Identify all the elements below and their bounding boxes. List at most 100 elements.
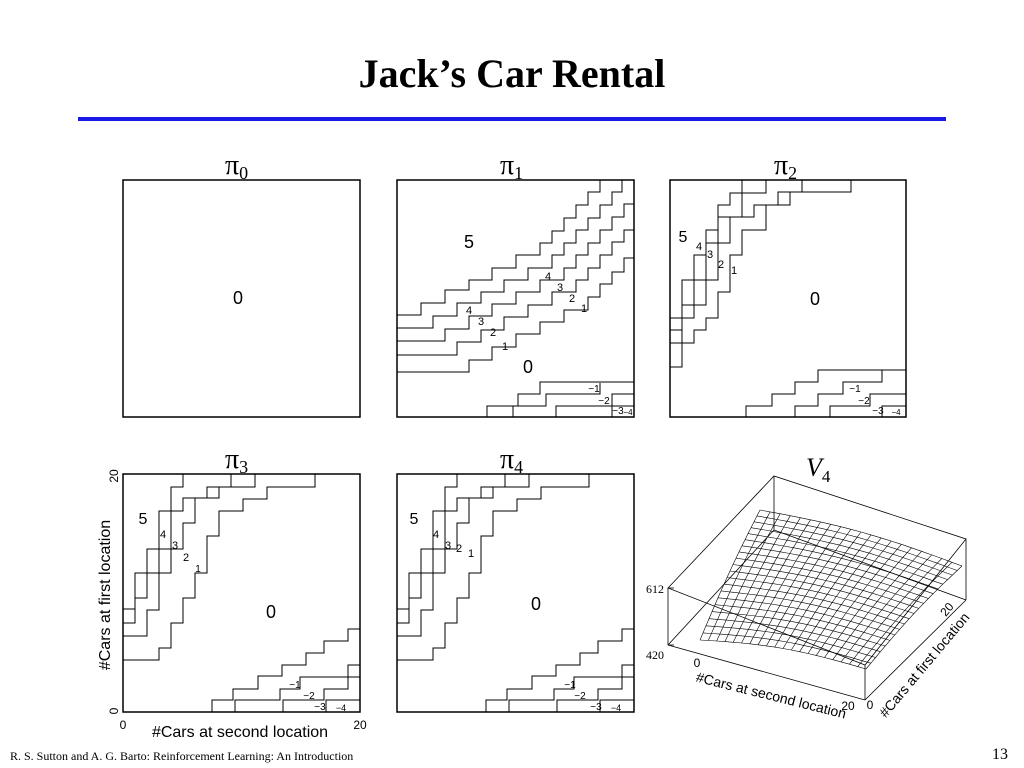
pi3-label-5: 5 bbox=[139, 511, 148, 528]
mesh-line bbox=[732, 564, 919, 609]
pi1-boundary-2-1 bbox=[397, 229, 634, 356]
pi3-y-axis-label: #Cars at first location bbox=[97, 520, 114, 670]
pi1-label-3b: 3 bbox=[478, 316, 484, 328]
value-x-axis-label: #Cars at second location bbox=[695, 669, 848, 722]
pi1-label-5: 5 bbox=[464, 232, 474, 252]
pi1-label-m3: −3 bbox=[612, 406, 624, 417]
value-x-min-label: 0 bbox=[694, 656, 701, 670]
pi1-boundary-m1-m2 bbox=[512, 383, 601, 417]
panel-pi2-frame bbox=[669, 179, 907, 418]
pi1-label-m2: −2 bbox=[598, 396, 610, 407]
pi3-label-0: 0 bbox=[266, 602, 276, 622]
footer-credit: R. S. Sutton and A. G. Barto: Reinforcem… bbox=[10, 749, 354, 763]
page-number: 13 bbox=[992, 746, 1008, 763]
pi3-boundary-m1-m2 bbox=[234, 664, 360, 712]
panel-pi4 bbox=[396, 473, 635, 713]
mesh-line bbox=[750, 527, 948, 580]
panel-pi1 bbox=[396, 179, 635, 418]
pi4-label-m4: −4 bbox=[611, 703, 621, 713]
pi2-label-3: 3 bbox=[707, 249, 713, 261]
pi2-label-m2: −2 bbox=[858, 396, 870, 407]
pi3-x-max-label: 20 bbox=[353, 718, 367, 732]
z-min-label: 420 bbox=[646, 648, 664, 662]
pi2-label-2: 2 bbox=[718, 259, 724, 271]
pi2-label-m1: −1 bbox=[849, 384, 861, 395]
pi4-boundary-m3-m4 bbox=[599, 699, 634, 712]
pi4-label-2: 2 bbox=[456, 543, 462, 555]
pi2-boundary-3-2 bbox=[670, 180, 803, 344]
value-x-max-label: 20 bbox=[841, 699, 855, 713]
mesh-line bbox=[726, 577, 910, 619]
pi2-label-m4: −4 bbox=[891, 408, 901, 417]
pi2-label-4: 4 bbox=[696, 241, 702, 253]
pi2-boundary-m1-m2 bbox=[794, 370, 883, 417]
pi4-boundary-0-m1 bbox=[485, 628, 634, 712]
pi1-boundary-3-2 bbox=[397, 203, 634, 342]
slide-title: Jack’s Car Rental bbox=[358, 51, 666, 96]
pi0-label-0: 0 bbox=[233, 288, 243, 308]
value-box-edge bbox=[864, 599, 967, 701]
mesh-line bbox=[759, 509, 963, 567]
panel-pi2-title: π2 bbox=[774, 150, 797, 183]
panel-pi0-title: π0 bbox=[225, 150, 248, 183]
pi2-boundary-4-3 bbox=[670, 180, 767, 331]
pi3-label-m3: −3 bbox=[314, 702, 326, 713]
pi1-boundary-4-3 bbox=[397, 180, 623, 329]
panel-pi3 bbox=[122, 473, 361, 713]
pi1-label-2a: 2 bbox=[569, 293, 575, 305]
panel-pi3-frame bbox=[122, 473, 361, 713]
pi4-label-m2: −2 bbox=[574, 691, 586, 702]
pi2-boundary-5-4 bbox=[670, 180, 743, 319]
pi4-label-3: 3 bbox=[445, 540, 451, 552]
pi3-x-min-label: 0 bbox=[120, 718, 127, 732]
pi1-label-m4: −4 bbox=[623, 408, 633, 417]
mesh-line bbox=[702, 632, 871, 664]
pi1-label-1a: 1 bbox=[581, 303, 587, 315]
mesh-line bbox=[738, 551, 929, 599]
mesh-line bbox=[824, 547, 912, 658]
pi1-label-2b: 2 bbox=[490, 327, 496, 339]
pi3-label-4: 4 bbox=[160, 529, 166, 541]
mesh-line bbox=[815, 544, 902, 656]
mesh-line bbox=[757, 524, 831, 645]
value-plot-title: V4 bbox=[806, 453, 831, 486]
pi4-boundary-2-1 bbox=[397, 474, 590, 661]
pi2-label-m3: −3 bbox=[872, 406, 884, 417]
pi1-boundary-0-m1 bbox=[486, 381, 634, 417]
pi3-boundary-m2-m3 bbox=[282, 676, 360, 712]
pi3-label-m1: −1 bbox=[289, 680, 301, 691]
mesh-line bbox=[753, 521, 953, 576]
pi3-boundary-0-m1 bbox=[211, 628, 360, 712]
mesh-line bbox=[766, 526, 842, 647]
mesh-line bbox=[857, 562, 953, 667]
mesh-line bbox=[799, 537, 882, 652]
mesh-line bbox=[735, 557, 924, 604]
value-surface-mesh bbox=[699, 509, 963, 670]
pi4-label-5: 5 bbox=[410, 511, 419, 528]
value-y-axis-label: #Cars at first location bbox=[876, 609, 973, 720]
pi3-label-2: 2 bbox=[183, 552, 189, 564]
mesh-line bbox=[774, 529, 852, 648]
mesh-line bbox=[729, 570, 915, 614]
panel-pi0-frame bbox=[122, 179, 361, 418]
panel-pi1-title: π1 bbox=[500, 150, 523, 183]
pi1-label-4a: 4 bbox=[545, 271, 551, 283]
pi2-label-0: 0 bbox=[810, 289, 820, 309]
pi4-label-4: 4 bbox=[433, 529, 439, 541]
pi3-y-max-label: 20 bbox=[107, 469, 121, 483]
pi3-boundary-2-1 bbox=[123, 474, 316, 661]
mesh-line bbox=[807, 540, 892, 654]
z-max-label: 612 bbox=[646, 582, 664, 596]
value-box-edge bbox=[667, 529, 775, 646]
pi1-boundary-5-4 bbox=[397, 180, 601, 316]
mesh-line bbox=[714, 604, 891, 641]
pi4-label-0: 0 bbox=[531, 594, 541, 614]
mesh-line bbox=[791, 534, 872, 651]
value-box-edge bbox=[667, 644, 866, 701]
pi3-label-m2: −2 bbox=[303, 691, 315, 702]
pi4-boundary-3-2 bbox=[397, 474, 530, 637]
panel-pi1-frame bbox=[396, 179, 635, 418]
pi3-label-3: 3 bbox=[172, 540, 178, 552]
value-y-min-label: 0 bbox=[867, 698, 874, 712]
